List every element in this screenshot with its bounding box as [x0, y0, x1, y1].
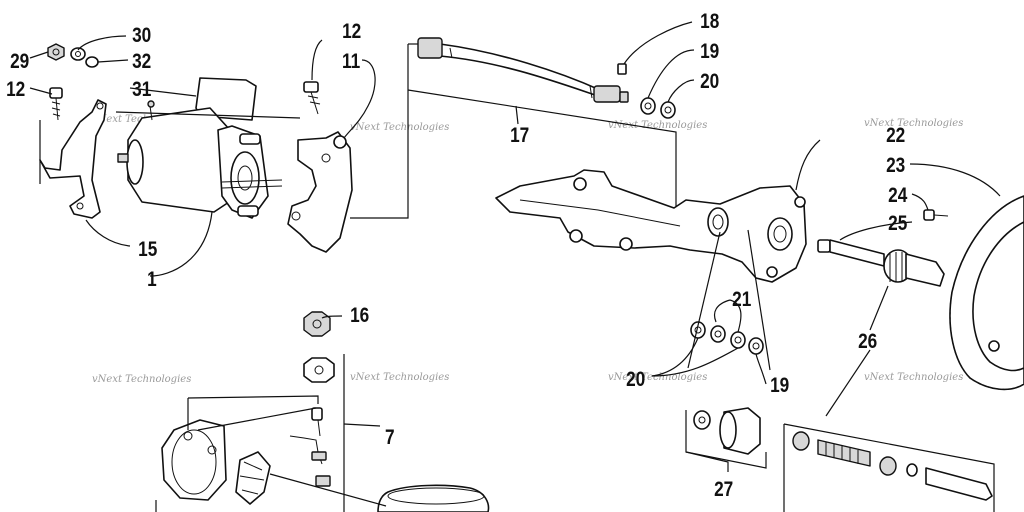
callout-labels: 29 30 32 12 31 12 11 15 1 17 18 19 20 22…: [6, 11, 907, 502]
housing-bolt: [303, 81, 321, 115]
right-group-leaders: [795, 139, 1001, 417]
watermark: vNext Technologies: [608, 372, 707, 383]
callout-23: 23: [886, 155, 905, 178]
callout-1: 1: [147, 269, 157, 292]
callout-30: 30: [132, 25, 151, 48]
solenoid-housing: [377, 484, 490, 512]
solenoid-nut: [303, 311, 343, 337]
cable-group-leaders: [350, 43, 677, 219]
callout-12: 12: [342, 21, 361, 44]
callout-24: 24: [888, 185, 907, 208]
ring-gear-bolt: [923, 209, 949, 221]
callout-16: 16: [350, 305, 369, 328]
watermark: vNext Technologies: [864, 118, 963, 129]
callout-20: 20: [700, 71, 719, 94]
callout-27: 27: [714, 479, 733, 502]
drive-shaft: [817, 239, 945, 287]
callout-15: 15: [138, 239, 157, 262]
callout-18: 18: [700, 11, 719, 34]
callout-12: 12: [6, 79, 25, 102]
watermark: vNext Technologies: [92, 374, 191, 385]
washers-lower: [651, 229, 771, 385]
starter-mounting-plate: [495, 169, 807, 283]
solenoid-terminal: [289, 407, 331, 487]
callout-7: 7: [385, 427, 395, 450]
battery-cable: [417, 37, 629, 103]
small-fasteners-top: [617, 21, 695, 119]
watermark: vNext Technologies: [608, 120, 707, 131]
starter-group-leaders: [29, 35, 376, 277]
starter-mounting-bolt: [49, 87, 63, 121]
callout-19: 19: [770, 375, 789, 398]
callout-19: 19: [700, 41, 719, 64]
starter-bracket: [39, 99, 107, 219]
callout-25: 25: [888, 213, 907, 236]
solenoid-group-leaders: [155, 354, 387, 512]
solenoid-terminal-nut: [303, 357, 335, 383]
watermark: vNext Technologies: [864, 372, 963, 383]
callout-17: 17: [510, 125, 529, 148]
drive-end-housing: [287, 131, 353, 253]
nut-and-washer: [47, 43, 99, 68]
solenoid-contact-plate: [235, 451, 271, 505]
callout-26: 26: [858, 331, 877, 354]
callout-32: 32: [132, 51, 151, 74]
callout-22: 22: [886, 125, 905, 148]
watermark: vNext Technologies: [350, 122, 449, 133]
ring-gear: [949, 195, 1024, 391]
watermark: vNext Technologies: [350, 372, 449, 383]
callout-31: 31: [132, 79, 151, 102]
callout-11: 11: [342, 51, 360, 74]
callout-29: 29: [10, 51, 29, 74]
starter-motor: [117, 100, 283, 219]
callout-21: 21: [732, 289, 751, 312]
callout-20: 20: [626, 369, 645, 392]
solenoid-end-cap: [161, 419, 227, 501]
starter-drive-parts: [685, 407, 995, 512]
